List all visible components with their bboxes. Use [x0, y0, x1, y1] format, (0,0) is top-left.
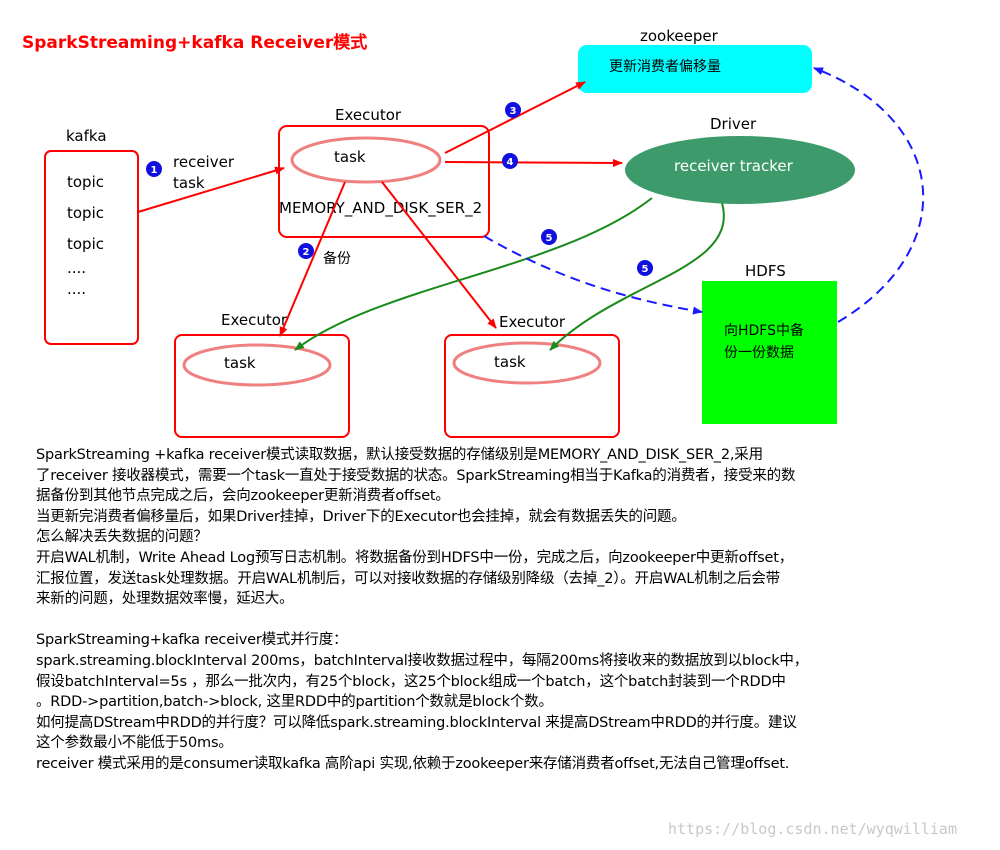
kafka-box: [44, 150, 139, 345]
arrow-executor-to-hdfs: [483, 235, 703, 315]
receiver-tracker-label: receiver tracker: [674, 157, 794, 175]
arrow-kafka-to-task: [137, 166, 285, 213]
step-badge-5a: 5: [541, 229, 557, 245]
kafka-ellipsis-2: ....: [67, 280, 86, 298]
step-badge-5b: 5: [637, 260, 653, 276]
svg-text:5: 5: [642, 264, 649, 275]
watermark: https://blog.csdn.net/wyqwilliam: [668, 820, 957, 838]
storage-level-label: MEMORY_AND_DISK_SER_2: [279, 199, 482, 218]
explanation-text: SparkStreaming +kafka receiver模式读取数据，默认接…: [36, 445, 886, 775]
zookeeper-text: 更新消费者偏移量: [609, 59, 721, 75]
text-line: 。RDD->partition,batch->block, 这里RDD中的par…: [36, 694, 553, 711]
text-line: 开启WAL机制，Write Ahead Log预写日志机制。将数据备份到HDFS…: [36, 549, 794, 566]
text-line: 据备份到其他节点完成之后，会向zookeeper更新消费者offset。: [36, 488, 450, 505]
text-line-blank: [36, 610, 886, 631]
svg-text:3: 3: [510, 106, 517, 117]
text-line: SparkStreaming+kafka receiver模式并行度：: [36, 632, 348, 649]
executor-left-label: Executor: [221, 311, 288, 329]
kafka-ellipsis-1: ....: [67, 259, 86, 277]
executor-left-task: [182, 343, 332, 387]
arrow-task-to-driver: [444, 158, 623, 167]
step-badge-4: 4: [502, 153, 518, 169]
kafka-topic-1: topic: [67, 173, 104, 191]
text-line: 来新的问题，处理数据效率慢，延迟大。: [36, 591, 294, 608]
executor-right-task: [452, 341, 602, 385]
step-badge-3: 3: [505, 102, 521, 118]
text-line: 汇报位置，发送task处理数据。开启WAL机制后，可以对接收数据的存储级别降级（…: [36, 570, 780, 587]
executor-right-label: Executor: [499, 313, 566, 331]
text-line: 这个参数最小不能低于50ms。: [36, 735, 233, 752]
text-line: 如何提高DStream中RDD的并行度？可以降低spark.streaming.…: [36, 714, 797, 731]
svg-text:1: 1: [151, 165, 158, 176]
svg-text:2: 2: [303, 247, 310, 258]
backup-label: 备份: [323, 250, 351, 267]
kafka-topic-3: topic: [67, 235, 104, 253]
receiver-task-label: task: [173, 174, 205, 192]
arrow-driver-to-right-executor: [549, 202, 725, 351]
svg-text:4: 4: [507, 157, 514, 168]
receiver-tracker: [625, 136, 855, 204]
text-line: spark.streaming.blockInterval 200ms，batc…: [36, 652, 809, 669]
zookeeper-label: zookeeper: [640, 27, 719, 45]
arrow-hdfs-to-zookeeper: [813, 67, 925, 323]
hdfs-text-2: 份一份数据: [724, 345, 794, 361]
text-line: SparkStreaming +kafka receiver模式读取数据，默认接…: [36, 447, 763, 463]
executor-left-task-label: task: [224, 354, 256, 372]
text-line: 了receiver 接收器模式，需要一个task一直处于接受数据的状态。Spar…: [36, 467, 796, 484]
text-line: 怎么解决丢失数据的问题？: [36, 529, 208, 546]
executor-main-task: [290, 136, 442, 184]
arrow-driver-to-left-executor: [294, 197, 653, 351]
diagram-title: SparkStreaming+kafka Receiver模式: [22, 32, 367, 53]
step-badge-1: 1: [146, 161, 162, 177]
hdfs-label: HDFS: [745, 262, 786, 280]
arrow-backup-right: [381, 181, 497, 329]
hdfs-text-1: 向HDFS中备: [724, 322, 804, 339]
executor-main-task-label: task: [334, 148, 366, 166]
executor-right-task-label: task: [494, 353, 526, 371]
kafka-topic-2: topic: [67, 204, 104, 222]
zookeeper-box: [578, 45, 812, 93]
step-badge-2: 2: [298, 243, 314, 259]
kafka-label: kafka: [66, 127, 107, 145]
hdfs-box: [702, 281, 837, 424]
driver-label: Driver: [710, 115, 757, 133]
text-line: 当更新完消费者偏移量后，如果Driver挂掉，Driver下的Executor也…: [36, 508, 686, 525]
text-line: receiver 模式采用的是consumer读取kafka 高阶api 实现,…: [36, 755, 790, 772]
text-line: 假设batchInterval=5s ，那么一批次内，有25个block，这25…: [36, 673, 786, 690]
arrow-backup-left: [279, 181, 346, 337]
svg-text:5: 5: [546, 233, 553, 244]
architecture-diagram: SparkStreaming+kafka Receiver模式 kafka to…: [22, 27, 925, 438]
receiver-label: receiver: [173, 153, 235, 171]
executor-main-label: Executor: [335, 106, 402, 124]
